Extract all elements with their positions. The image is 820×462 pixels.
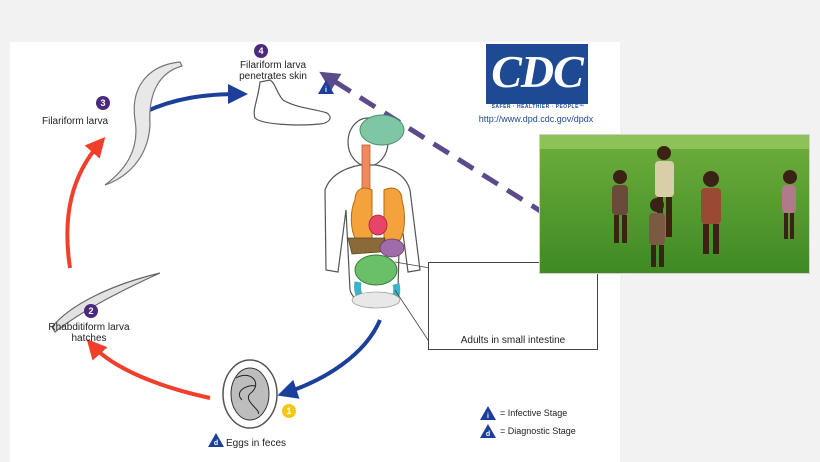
cdc-url[interactable]: http://www.dpd.cdc.gov/dpdx <box>478 114 594 124</box>
rhabditiform-larva-shape <box>51 272 161 333</box>
children-photo-illustration <box>540 135 809 273</box>
stage-4-label: Filariform larva penetrates skin <box>239 60 307 82</box>
stage-1-label: Eggs in feces <box>226 438 287 449</box>
arrow-intestine-to-eggs <box>277 319 382 399</box>
legend-infective-triangle <box>480 406 496 420</box>
stage-4-badge: 4 <box>254 44 268 58</box>
human-figure <box>324 114 421 309</box>
cdc-logo: CDC <box>486 44 588 104</box>
arrow-eggs-to-rhabditiform <box>86 339 211 400</box>
arrow-rhabditiform-to-filariform <box>65 136 106 269</box>
stage-1-badge: 1 <box>282 404 296 418</box>
svg-text:i: i <box>487 413 489 420</box>
svg-text:d: d <box>214 440 218 447</box>
arrow-photo-to-skin <box>319 71 598 249</box>
stage-2-label: Rhabditiform larva hatches <box>48 322 130 344</box>
arrow-filariform-to-skin <box>144 84 248 114</box>
infective-marker-triangle <box>318 80 334 94</box>
foot-shape <box>253 79 331 126</box>
filariform-larva-shape <box>104 61 183 186</box>
legend-diagnostic: = Diagnostic Stage <box>500 426 576 436</box>
legend-infective: = Infective Stage <box>500 408 568 418</box>
stage-2-badge: 2 <box>84 304 98 318</box>
stage-3-badge: 3 <box>96 96 110 110</box>
stage-5-label: Adults in small intestine <box>460 335 566 346</box>
children-photo <box>539 134 810 274</box>
svg-text:i: i <box>325 87 327 94</box>
stage-3-label: Filariform larva <box>42 116 109 127</box>
svg-text:d: d <box>486 431 490 438</box>
adults-inset-box: Adults in small intestine <box>428 262 598 350</box>
diagnostic-marker-triangle <box>208 433 224 447</box>
cdc-tagline: SAFER · HEALTHIER · PEOPLE™ <box>491 104 585 110</box>
legend-diagnostic-triangle <box>480 424 496 438</box>
